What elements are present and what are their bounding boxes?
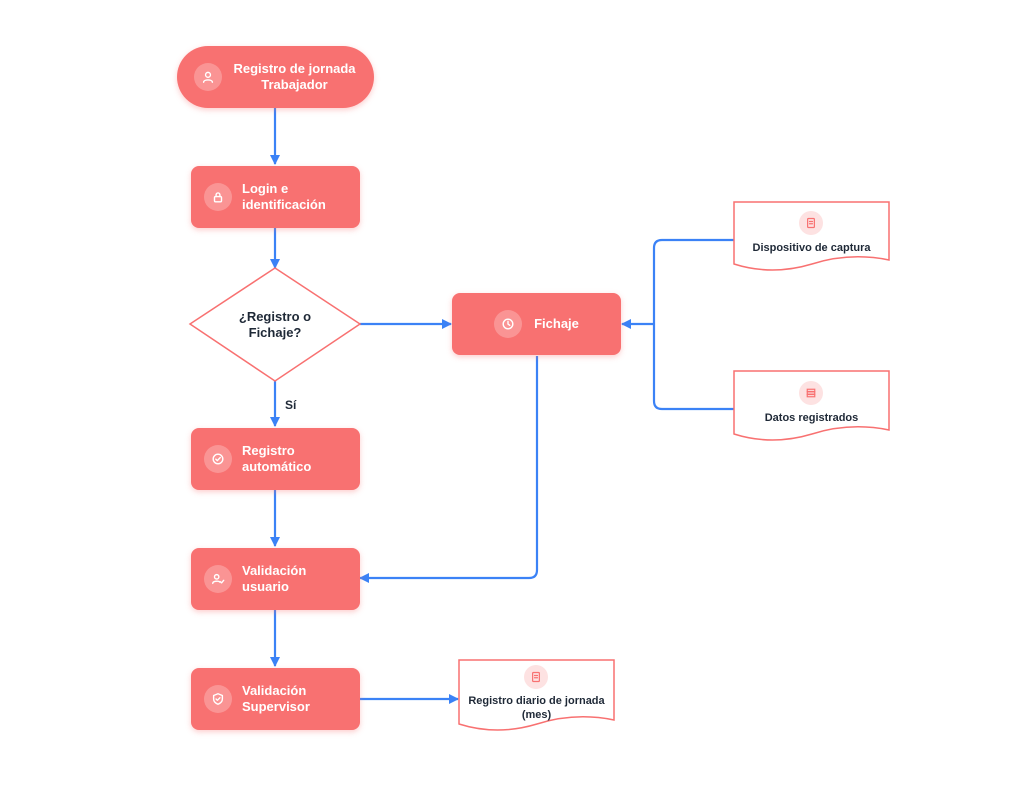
- datos-label: Datos registrados: [764, 412, 859, 424]
- validacion-usuario-line2: usuario: [242, 579, 289, 594]
- registro-automatico-line1: Registro: [242, 443, 295, 458]
- validacion-supervisor-line2: Supervisor: [242, 699, 310, 714]
- database-icon: [799, 381, 823, 405]
- registro-diario-label: Registro diario de jornada (mes): [459, 694, 614, 722]
- decision-line2: Fichaje?: [248, 325, 302, 340]
- validacion-usuario-node[interactable]: Validación usuario: [191, 548, 360, 610]
- user-check-icon: [204, 565, 232, 593]
- clock-icon: [494, 310, 523, 338]
- connector-fichaje-to-validacion-usuario: [359, 356, 539, 583]
- login-node[interactable]: Login e identificación: [191, 166, 360, 228]
- registro-diario-line1: Registro diario de jornada: [468, 695, 605, 707]
- connector-datos-to-fichaje: [652, 324, 734, 411]
- decision-label: ¿Registro o Fichaje?: [215, 309, 335, 341]
- document-shape-dispositivo[interactable]: [733, 201, 890, 271]
- registro-automatico-node[interactable]: Registro automático: [191, 428, 360, 490]
- registro-diario-line2: (mes): [521, 709, 552, 721]
- start-node[interactable]: Registro de jornada Trabajador: [177, 46, 374, 108]
- validacion-supervisor-node[interactable]: Validación Supervisor: [191, 668, 360, 730]
- connector-dispositivo-to-fichaje: [652, 238, 734, 324]
- decision-line1: ¿Registro o: [238, 309, 312, 324]
- document-icon: [524, 665, 548, 689]
- edge-label-si: Sí: [285, 398, 297, 412]
- login-node-line1: Login e: [242, 181, 289, 196]
- document-shape-registro-diario[interactable]: [458, 659, 615, 731]
- user-icon: [194, 63, 222, 91]
- start-node-line2: Trabajador: [261, 77, 328, 92]
- decision-diamond[interactable]: [188, 267, 362, 382]
- validacion-usuario-line1: Validación: [242, 563, 307, 578]
- start-node-line1: Registro de jornada: [233, 61, 356, 76]
- dispositivo-label: Dispositivo de captura: [752, 242, 871, 254]
- document-shape-datos[interactable]: [733, 370, 890, 441]
- shield-check-icon: [204, 685, 232, 713]
- check-circle-icon: [204, 445, 232, 473]
- lock-icon: [204, 183, 232, 211]
- fichaje-node[interactable]: Fichaje: [452, 293, 621, 355]
- validacion-supervisor-line1: Validación: [242, 683, 307, 698]
- registro-automatico-line2: automático: [242, 459, 312, 474]
- fichaje-label: Fichaje: [534, 316, 579, 331]
- document-icon: [799, 211, 823, 235]
- login-node-line2: identificación: [242, 197, 326, 212]
